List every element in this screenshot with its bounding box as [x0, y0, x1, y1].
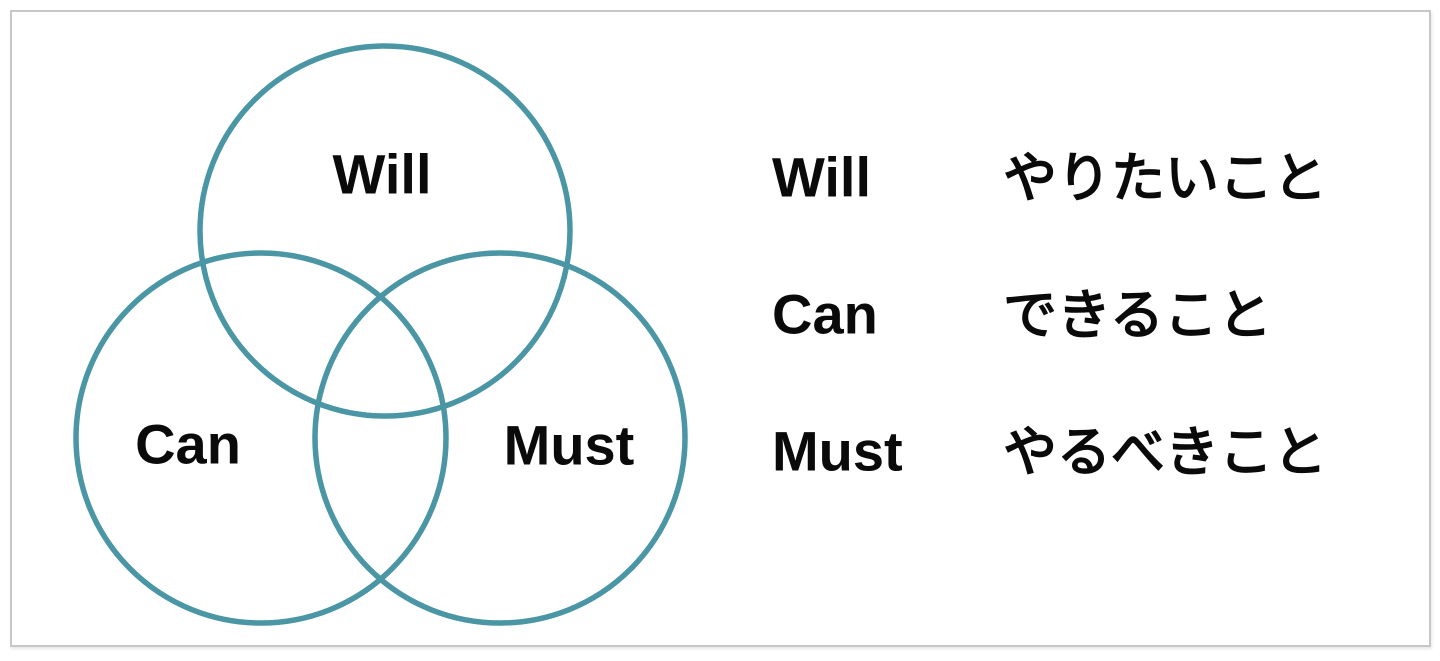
venn-label-must: Must: [503, 413, 635, 477]
legend-definition: やりたいこと: [1003, 148, 1327, 209]
venn-label-will: Will: [332, 142, 432, 206]
legend-term: Must: [772, 419, 903, 483]
venn-label-can: Can: [135, 412, 241, 476]
legend-row: Must やるべきこと: [772, 408, 1327, 487]
legend-definition: やるべきこと: [1003, 422, 1327, 483]
legend-term: Will: [772, 145, 872, 209]
legend-definition: できること: [1003, 285, 1272, 346]
legend-row: Will やりたいこと: [772, 134, 1327, 213]
legend-term: Can: [772, 282, 878, 346]
legend-row: Can できること: [772, 271, 1272, 350]
